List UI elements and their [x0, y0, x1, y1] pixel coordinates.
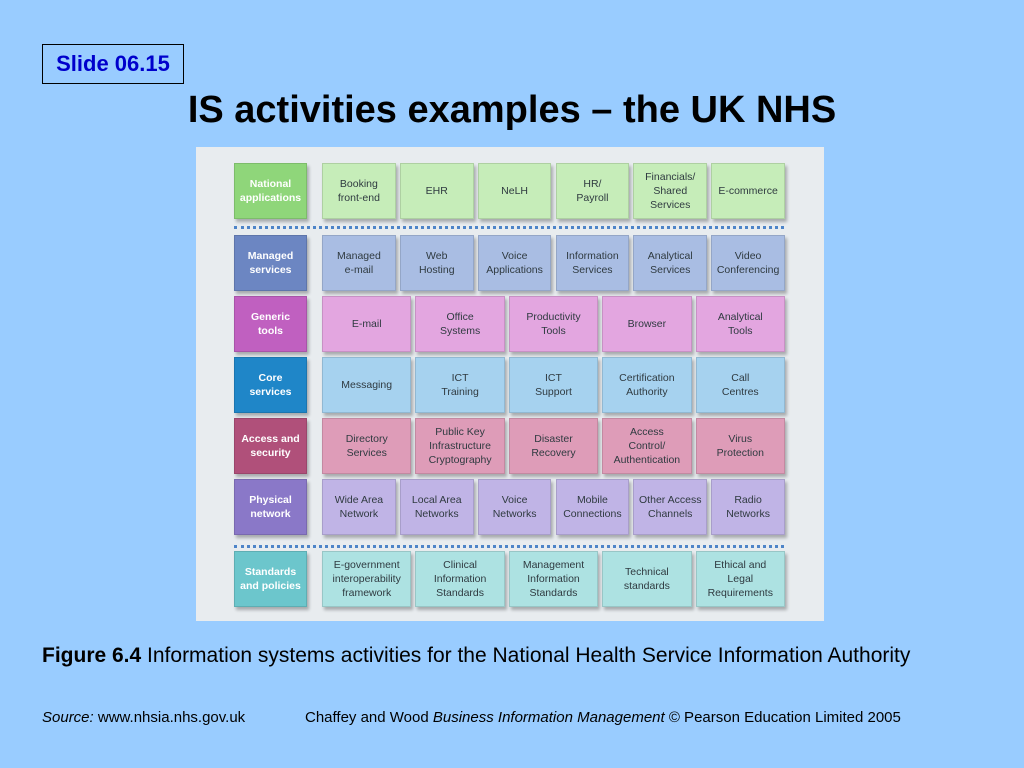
activity-managed-5: Analytical Services — [633, 235, 708, 291]
activity-managed-2: Web Hosting — [399, 235, 474, 291]
activity-standards-1: E-government interoperability framework — [322, 551, 412, 607]
source-url: www.nhsia.nhs.gov.uk — [93, 709, 246, 726]
source-label: Source: — [42, 709, 94, 726]
activity-physical-1: Wide Area Network — [322, 479, 396, 535]
activity-standards-4: Technical standards — [602, 551, 692, 607]
activity-national-1: Booking front-end — [322, 163, 396, 219]
category-managed: Managed services — [234, 235, 307, 291]
activity-managed-6: Video Conferencing — [711, 235, 785, 291]
activity-core-1: Messaging — [322, 357, 412, 413]
activity-generic-3: Productivity Tools — [508, 296, 599, 352]
activity-physical-3: Voice Networks — [477, 479, 552, 535]
category-physical: Physical network — [234, 479, 307, 535]
activity-standards-2: Clinical Information Standards — [415, 551, 505, 607]
category-core: Core services — [234, 357, 307, 413]
activity-national-3: NeLH — [477, 163, 552, 219]
activity-physical-6: Radio Networks — [711, 479, 785, 535]
activity-generic-2: Office Systems — [415, 296, 505, 352]
activity-managed-3: Voice Applications — [477, 235, 552, 291]
figure-caption-text: Information systems activities for the N… — [141, 644, 911, 667]
category-national: National applications — [234, 163, 307, 219]
activity-national-5: Financials/ Shared Services — [633, 163, 708, 219]
source-line: Source: www.nhsia.nhs.gov.uk — [42, 709, 245, 726]
category-generic: Generic tools — [234, 296, 307, 352]
activity-access-1: Directory Services — [322, 418, 412, 474]
dotted-separator-top — [234, 226, 784, 229]
activity-physical-4: Mobile Connections — [555, 479, 630, 535]
figure-label: Figure 6.4 — [42, 644, 142, 667]
activity-standards-5: Ethical and Legal Requirements — [695, 551, 785, 607]
copyright-credit: Chaffey and Wood Business Information Ma… — [305, 709, 901, 726]
activity-generic-5: Analytical Tools — [695, 296, 785, 352]
activity-national-4: HR/ Payroll — [555, 163, 630, 219]
figure-caption: Figure 6.4 Information systems activitie… — [42, 641, 942, 671]
activity-core-2: ICT Training — [415, 357, 505, 413]
category-access: Access and security — [234, 418, 307, 474]
activity-managed-4: Information Services — [555, 235, 630, 291]
credit-book-title: Business Information Management — [432, 709, 665, 726]
activity-managed-1: Managed e-mail — [322, 235, 396, 291]
activity-physical-2: Local Area Networks — [399, 479, 474, 535]
activity-access-3: Disaster Recovery — [508, 418, 599, 474]
activity-access-2: Public Key Infrastructure Cryptography — [415, 418, 505, 474]
slide-number-badge: Slide 06.15 — [42, 44, 184, 84]
activity-national-6: E-commerce — [711, 163, 785, 219]
activity-access-5: Virus Protection — [695, 418, 785, 474]
activity-national-2: EHR — [399, 163, 474, 219]
dotted-separator-bottom — [234, 545, 784, 548]
activity-access-4: Access Control/ Authentication — [602, 418, 692, 474]
activity-physical-5: Other Access Channels — [633, 479, 708, 535]
credit-authors: Chaffey and Wood — [305, 709, 433, 726]
activity-generic-1: E-mail — [322, 296, 412, 352]
activity-generic-4: Browser — [602, 296, 692, 352]
activity-standards-3: Management Information Standards — [508, 551, 599, 607]
activity-core-4: Certification Authority — [602, 357, 692, 413]
activity-core-5: Call Centres — [695, 357, 785, 413]
credit-publisher: © Pearson Education Limited 2005 — [664, 709, 901, 726]
category-standards: Standards and policies — [234, 551, 307, 607]
activity-core-3: ICT Support — [508, 357, 599, 413]
slide-title: IS activities examples – the UK NHS — [187, 89, 837, 131]
